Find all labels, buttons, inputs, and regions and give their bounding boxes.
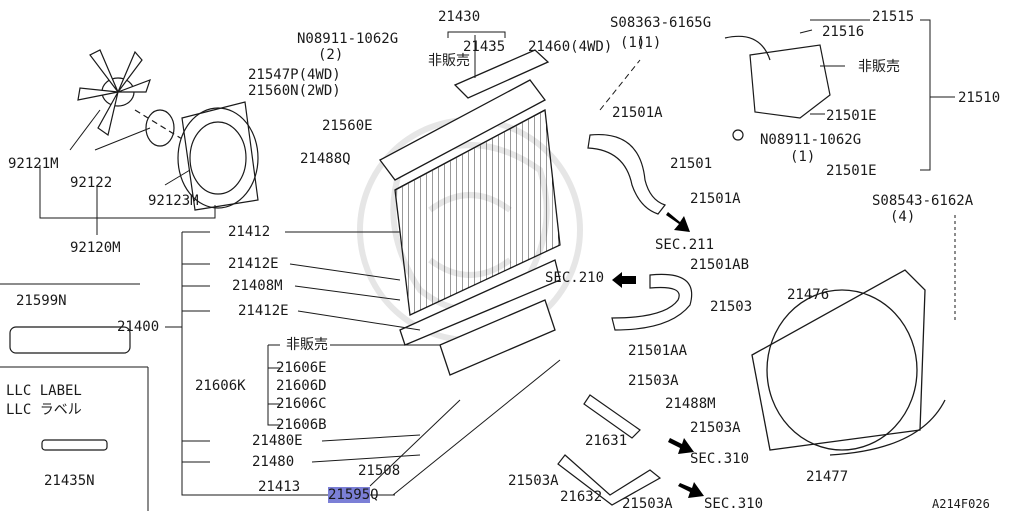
label-92122: 92122: [70, 175, 113, 191]
label-92123m: 92123M: [148, 193, 199, 209]
highlighted-part-number: 21595: [328, 487, 371, 503]
label-21515: 21515: [872, 9, 915, 25]
label-21435: 21435: [463, 39, 506, 55]
label-21595q-suffix: Q: [370, 487, 379, 503]
label-n08911-top: N08911-1062G: [297, 31, 399, 47]
label-n08911-right-qty: (1): [790, 149, 816, 165]
label-21480: 21480: [252, 454, 295, 470]
label-21460-qty: (1): [620, 35, 646, 51]
label-21477: 21477: [806, 469, 849, 485]
label-sec310-2: SEC.310: [704, 496, 764, 512]
label-21400: 21400: [117, 319, 160, 335]
label-21435n: 21435N: [44, 473, 95, 489]
label-llc-label: LLC LABEL: [6, 383, 82, 399]
label-sec210: SEC.210: [545, 270, 605, 286]
label-21606e: 21606E: [276, 360, 327, 376]
label-21430: 21430: [438, 9, 481, 25]
label-21501: 21501: [670, 156, 713, 172]
label-21560e: 21560E: [322, 118, 373, 134]
label-21501e-2: 21501E: [826, 163, 877, 179]
label-not-sold-right: 非販売: [858, 59, 900, 75]
label-21488q: 21488Q: [300, 151, 351, 167]
label-llc-label-jp: LLC ラベル: [6, 402, 82, 418]
label-s08363-qty: (1): [636, 35, 662, 51]
label-21516: 21516: [822, 24, 865, 40]
label-21501e-1: 21501E: [826, 108, 877, 124]
label-n08911-right: N08911-1062G: [760, 132, 862, 148]
section-arrows: [612, 212, 704, 498]
label-21503: 21503: [710, 299, 753, 315]
label-21480e: 21480E: [252, 433, 303, 449]
label-21476: 21476: [787, 287, 830, 303]
label-not-sold-top: 非販売: [428, 53, 470, 69]
label-s08363: S08363-6165G: [610, 15, 712, 31]
label-21631: 21631: [585, 433, 628, 449]
label-sec211: SEC.211: [655, 237, 715, 253]
label-boxes: [9, 326, 131, 451]
label-21503a-3: 21503A: [508, 473, 559, 489]
label-s08543-qty: (4): [890, 209, 916, 225]
label-21606k: 21606K: [195, 378, 246, 394]
radiator-core: [379, 49, 561, 376]
fan-assembly: [77, 49, 259, 211]
label-21510: 21510: [958, 90, 1001, 106]
label-21501a-2: 21501A: [690, 191, 741, 207]
label-not-sold-mid: 非販売: [286, 337, 328, 353]
label-21560n: 21560N(2WD): [248, 83, 341, 99]
label-92120m: 92120M: [70, 240, 121, 256]
label-21599n: 21599N: [16, 293, 67, 309]
label-21412e-1: 21412E: [228, 256, 279, 272]
label-21413: 21413: [258, 479, 301, 495]
label-21606b: 21606B: [276, 417, 327, 433]
bracket-lines: [0, 19, 956, 511]
label-21632: 21632: [560, 489, 603, 505]
label-21501aa: 21501AA: [628, 343, 688, 359]
label-92121m: 92121M: [8, 156, 59, 172]
fan-leader-lines: [39, 109, 216, 235]
label-21595q: 21595Q: [328, 487, 379, 503]
reservoir-tank: [724, 35, 831, 141]
label-21460: 21460(4WD): [528, 39, 613, 55]
label-21503a-2: 21503A: [690, 420, 741, 436]
label-s08543: S08543-6162A: [872, 193, 974, 209]
label-21488m: 21488M: [665, 396, 716, 412]
label-21508: 21508: [358, 463, 401, 479]
hoses: [557, 133, 693, 506]
label-21503a-1: 21503A: [628, 373, 679, 389]
label-21547p: 21547P(4WD): [248, 67, 341, 83]
label-21412e-2: 21412E: [238, 303, 289, 319]
label-21606c: 21606C: [276, 396, 327, 412]
fan-shroud: [751, 269, 946, 456]
label-21501ab: 21501AB: [690, 257, 750, 273]
figure-code: A214F026: [932, 497, 990, 511]
label-sec310-1: SEC.310: [690, 451, 750, 467]
label-21606d: 21606D: [276, 378, 327, 394]
label-n08911-top-qty: (2): [318, 47, 344, 63]
label-21412: 21412: [228, 224, 271, 240]
label-21501a-1: 21501A: [612, 105, 663, 121]
label-21503a-4: 21503A: [622, 496, 673, 512]
label-21408m: 21408M: [232, 278, 283, 294]
